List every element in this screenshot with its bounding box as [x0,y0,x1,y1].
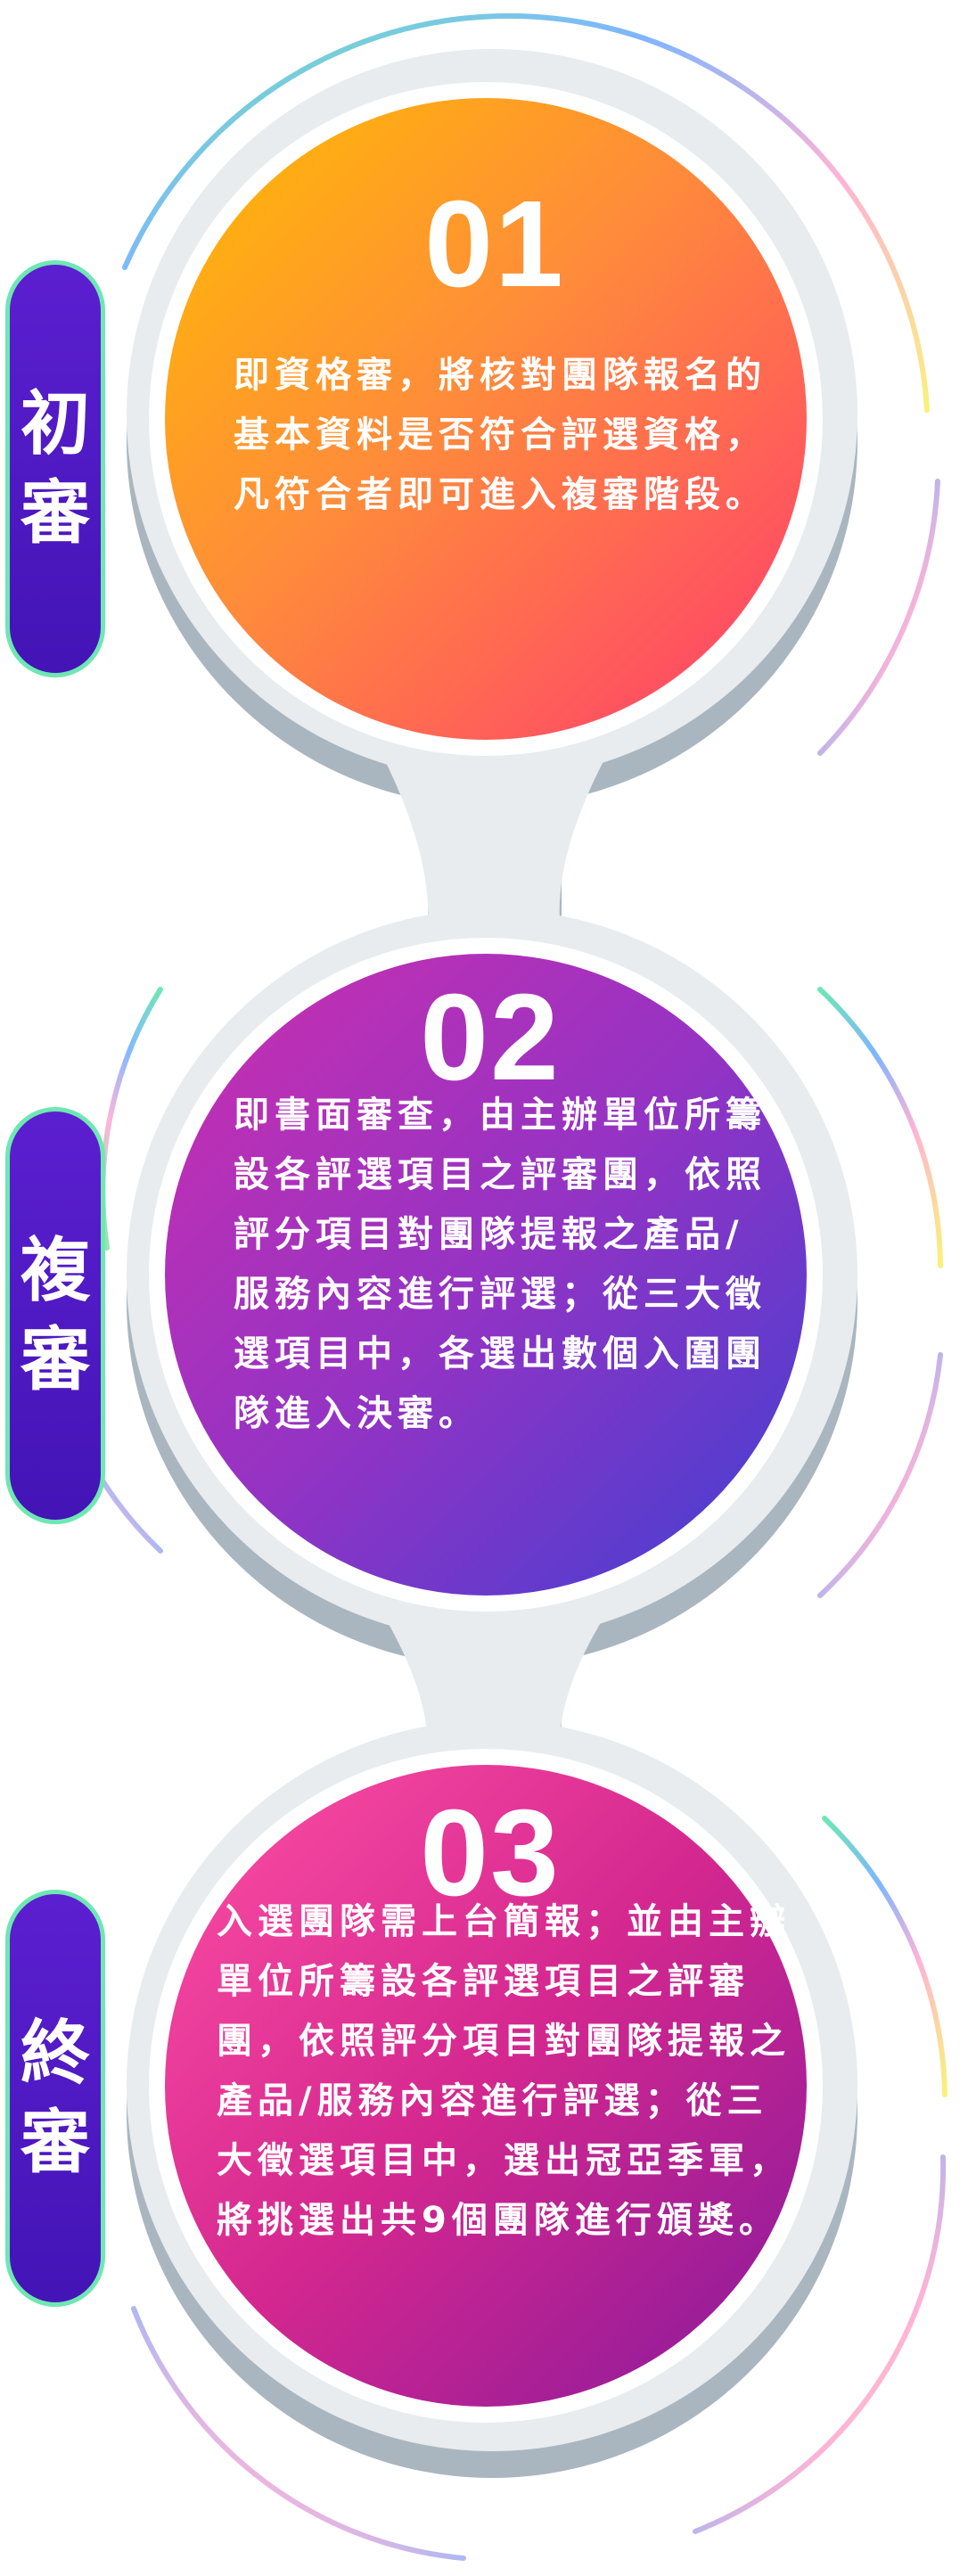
stage-2-circle [165,954,807,1596]
stage-2-description: 即書面審查，由主辦單位所籌設各評選項目之評審團，依照評分項目對團隊提報之產品/服… [234,1095,767,1434]
stage-1-number: 01 [424,176,565,313]
stage-1-description: 即資格審，將核對團隊報名的基本資料是否符合評選資格，凡符合者即可進入複審階段。 [234,355,767,515]
stage-1-circle [165,98,807,740]
decorative-rings [94,12,947,2561]
stage-2-tag-label: 複審 [20,1231,90,1400]
stage-3-description: 入選團隊需上台簡報；並由主辦單位所籌設各評選項目之評審團，依照評分項目對團隊提報… [217,1901,791,2241]
stage-3-circle [165,1765,807,2407]
stage-1-tag: 初審 [5,260,105,677]
stage-2-tag: 複審 [5,1107,105,1524]
stage-3-tag-label: 終審 [20,2014,90,2183]
stage-3-tag: 終審 [5,1890,105,2307]
stage-3-number: 03 [420,1784,561,1922]
stage-1-tag-label: 初審 [20,384,90,554]
stage-2-number: 02 [420,969,561,1106]
